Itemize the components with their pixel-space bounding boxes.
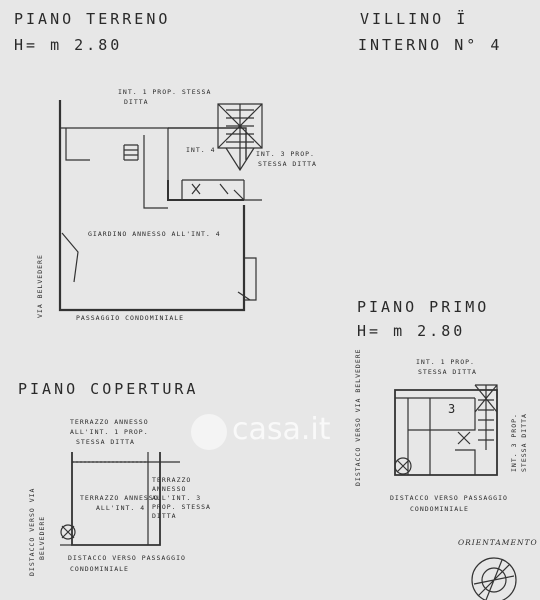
first-floor-height: H= m 2.80 [357,322,466,340]
watermark-logo-icon [191,414,227,450]
ff-bottom-label: DISTACCO VERSO PASSAGGIO [390,494,508,502]
ground-floor-height: H= m 2.80 [14,36,123,54]
gf-int3-label-2: STESSA DITTA [258,160,317,168]
ff-bottom-label-2: CONDOMINIALE [410,505,469,513]
roof-terrace1-label-3: STESSA DITTA [76,438,135,446]
gf-passage-label: PASSAGGIO CONDOMINIALE [76,314,185,322]
roof-terrace1-label-2: ALL'INT. 1 PROP. [70,428,149,436]
ff-int3-label-2: STESSA DITTA [520,413,528,472]
roof-terrace3-label-3: ALL'INT. 3 [152,494,202,502]
first-floor-title: PIANO PRIMO [357,298,490,316]
roof-terrace3-label-4: PROP. STESSA [152,503,211,511]
villa-title: VILLINO Ï [360,10,469,28]
roof-terrace3-label: TERRAZZO [152,476,192,484]
ground-floor-title: PIANO TERRENO [14,10,171,28]
roof-terrace3-label-5: DITTA [152,512,177,520]
ff-int3-label: INT. 3 PROP. [510,413,518,472]
ff-room-number: 3 [448,402,458,416]
gf-int1-label: INT. 1 PROP. STESSA [118,88,212,96]
ff-side-label: DISTACCO VERSO VIA BELVEDERE [354,348,362,486]
roof-side-label: DISTACCO VERSO VIA [28,487,36,576]
roof-title: PIANO COPERTURA [18,380,199,398]
gf-int3-label: INT. 3 PROP. [256,150,315,158]
ff-int1-label: INT. 1 PROP. [416,358,475,366]
roof-terrace1-label: TERRAZZO ANNESSO [70,418,149,426]
roof-bottom-label-2: CONDOMINIALE [70,565,129,573]
roof-side-label-2: BELVEDERE [38,515,46,560]
roof-terrace2-label-2: ALL'INT. 4 [96,504,146,512]
gf-int4-label: INT. 4 [186,146,216,154]
roof-bottom-label: DISTACCO VERSO PASSAGGIO [68,554,186,562]
ff-int1-label-2: STESSA DITTA [418,368,477,376]
roof-terrace3-label-2: ANNESSO [152,485,187,493]
roof-terrace2-label: TERRAZZO ANNESSO [80,494,159,502]
watermark-text: casa.it [232,412,331,447]
unit-number: INTERNO N° 4 [358,36,503,54]
gf-int1-label-2: DITTA [124,98,149,106]
gf-street-label: VIA BELVEDERE [36,254,44,318]
gf-garden-label: GIARDINO ANNESSO ALL'INT. 4 [88,230,221,238]
orientation-label: ORIENTAMENTO [458,538,538,547]
